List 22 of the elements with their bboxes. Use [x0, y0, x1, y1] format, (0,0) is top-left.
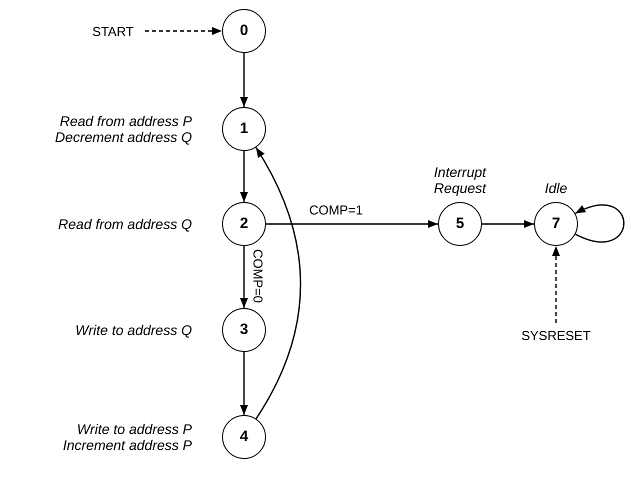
- state-description: Interrupt Request: [432, 164, 488, 196]
- state-description: Idle: [544, 180, 568, 196]
- arrow: [240, 151, 248, 202]
- signal-label: SYSRESET: [508, 326, 604, 344]
- edge-label: COMP=0: [252, 249, 264, 303]
- state-description: Increment address P: [62, 437, 192, 453]
- arrow: [482, 220, 534, 228]
- state-description: Decrement address Q: [55, 129, 192, 145]
- state-description: Read from address P: [60, 113, 192, 129]
- arrow: [552, 246, 560, 323]
- edge-label: COMP=1: [309, 204, 363, 216]
- arrow: [575, 204, 625, 243]
- arrow: [240, 352, 248, 415]
- arrow: [240, 53, 248, 107]
- signal-label: START: [84, 22, 142, 40]
- state-description: Write to address P: [76, 421, 192, 437]
- arrow: [266, 220, 438, 228]
- state-description: Write to address Q: [75, 322, 192, 338]
- state-description: Read from address Q: [58, 216, 192, 232]
- arrow: [145, 27, 222, 35]
- arrow: [240, 246, 248, 308]
- arrow: [255, 147, 302, 420]
